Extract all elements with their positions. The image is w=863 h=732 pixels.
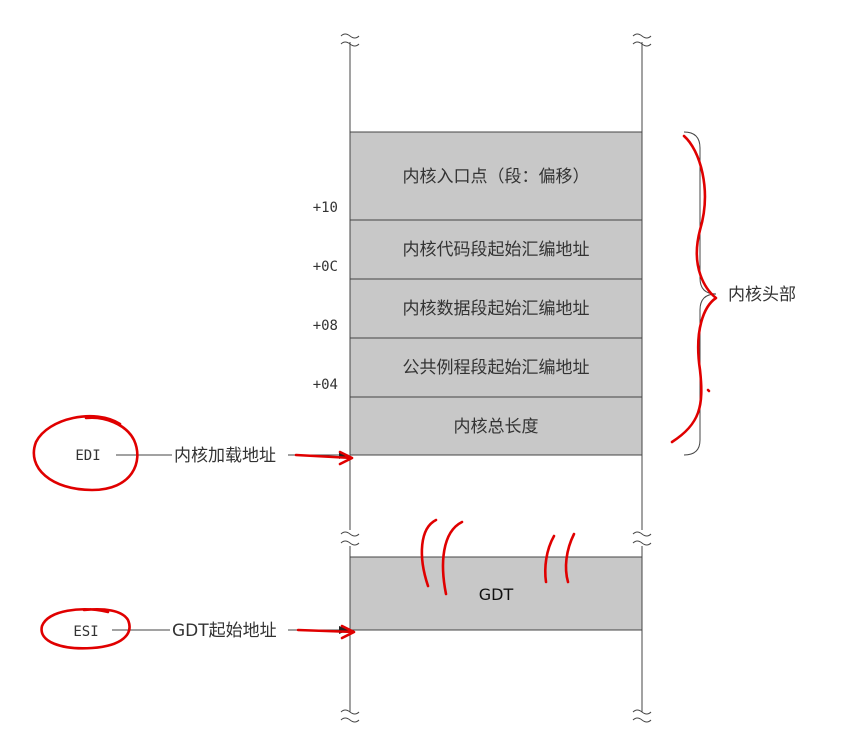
kernel-header-block: 内核入口点（段：偏移） 内核代码段起始汇编地址 内核数据段起始汇编地址 公共例程…	[349, 131, 643, 456]
field-label-routine-seg: 公共例程段起始汇编地址	[403, 358, 590, 378]
squiggle-annotation	[420, 518, 438, 588]
kernel-header-brace-annotation	[670, 134, 718, 444]
field-cell	[349, 131, 643, 221]
esi-circle-annotation	[40, 608, 131, 650]
edi-circle-annotation	[32, 414, 139, 492]
squiggle-annotation	[564, 532, 576, 584]
gdt-block: GDT	[349, 556, 643, 631]
esi-arrow-annotation	[296, 624, 356, 640]
edi-pointer: EDI 内核加载地址	[75, 446, 349, 466]
field-label-entry-point: 内核入口点（段：偏移）	[403, 167, 590, 187]
offset-label: +08	[313, 318, 338, 334]
squiggle-annotation	[441, 520, 464, 596]
squiggle-annotation	[543, 534, 556, 584]
field-cell	[349, 337, 643, 398]
offset-label: +10	[313, 200, 338, 216]
edi-register-label: EDI	[75, 448, 100, 464]
offset-label: +04	[313, 377, 338, 393]
field-label-total-length: 内核总长度	[454, 417, 539, 437]
brace-label: 内核头部	[728, 285, 796, 305]
edi-address-label: 内核加载地址	[174, 446, 276, 466]
field-label-code-seg: 内核代码段起始汇编地址	[403, 240, 590, 260]
esi-register-label: ESI	[73, 624, 98, 640]
dot-annotation	[706, 388, 711, 393]
gdt-cell	[349, 556, 643, 631]
offset-labels: +10 +0C +08 +04	[313, 200, 338, 393]
offset-label: +0C	[313, 259, 338, 275]
gdt-label: GDT	[479, 585, 514, 604]
edi-arrow-annotation	[294, 450, 354, 466]
field-label-data-seg: 内核数据段起始汇编地址	[403, 299, 590, 319]
esi-address-label: GDT起始地址	[172, 621, 277, 641]
red-annotations	[32, 134, 718, 650]
field-cell	[349, 396, 643, 456]
kernel-header-brace: 内核头部	[683, 131, 796, 456]
esi-pointer: ESI GDT起始地址	[73, 621, 349, 641]
break-marks	[340, 33, 652, 723]
